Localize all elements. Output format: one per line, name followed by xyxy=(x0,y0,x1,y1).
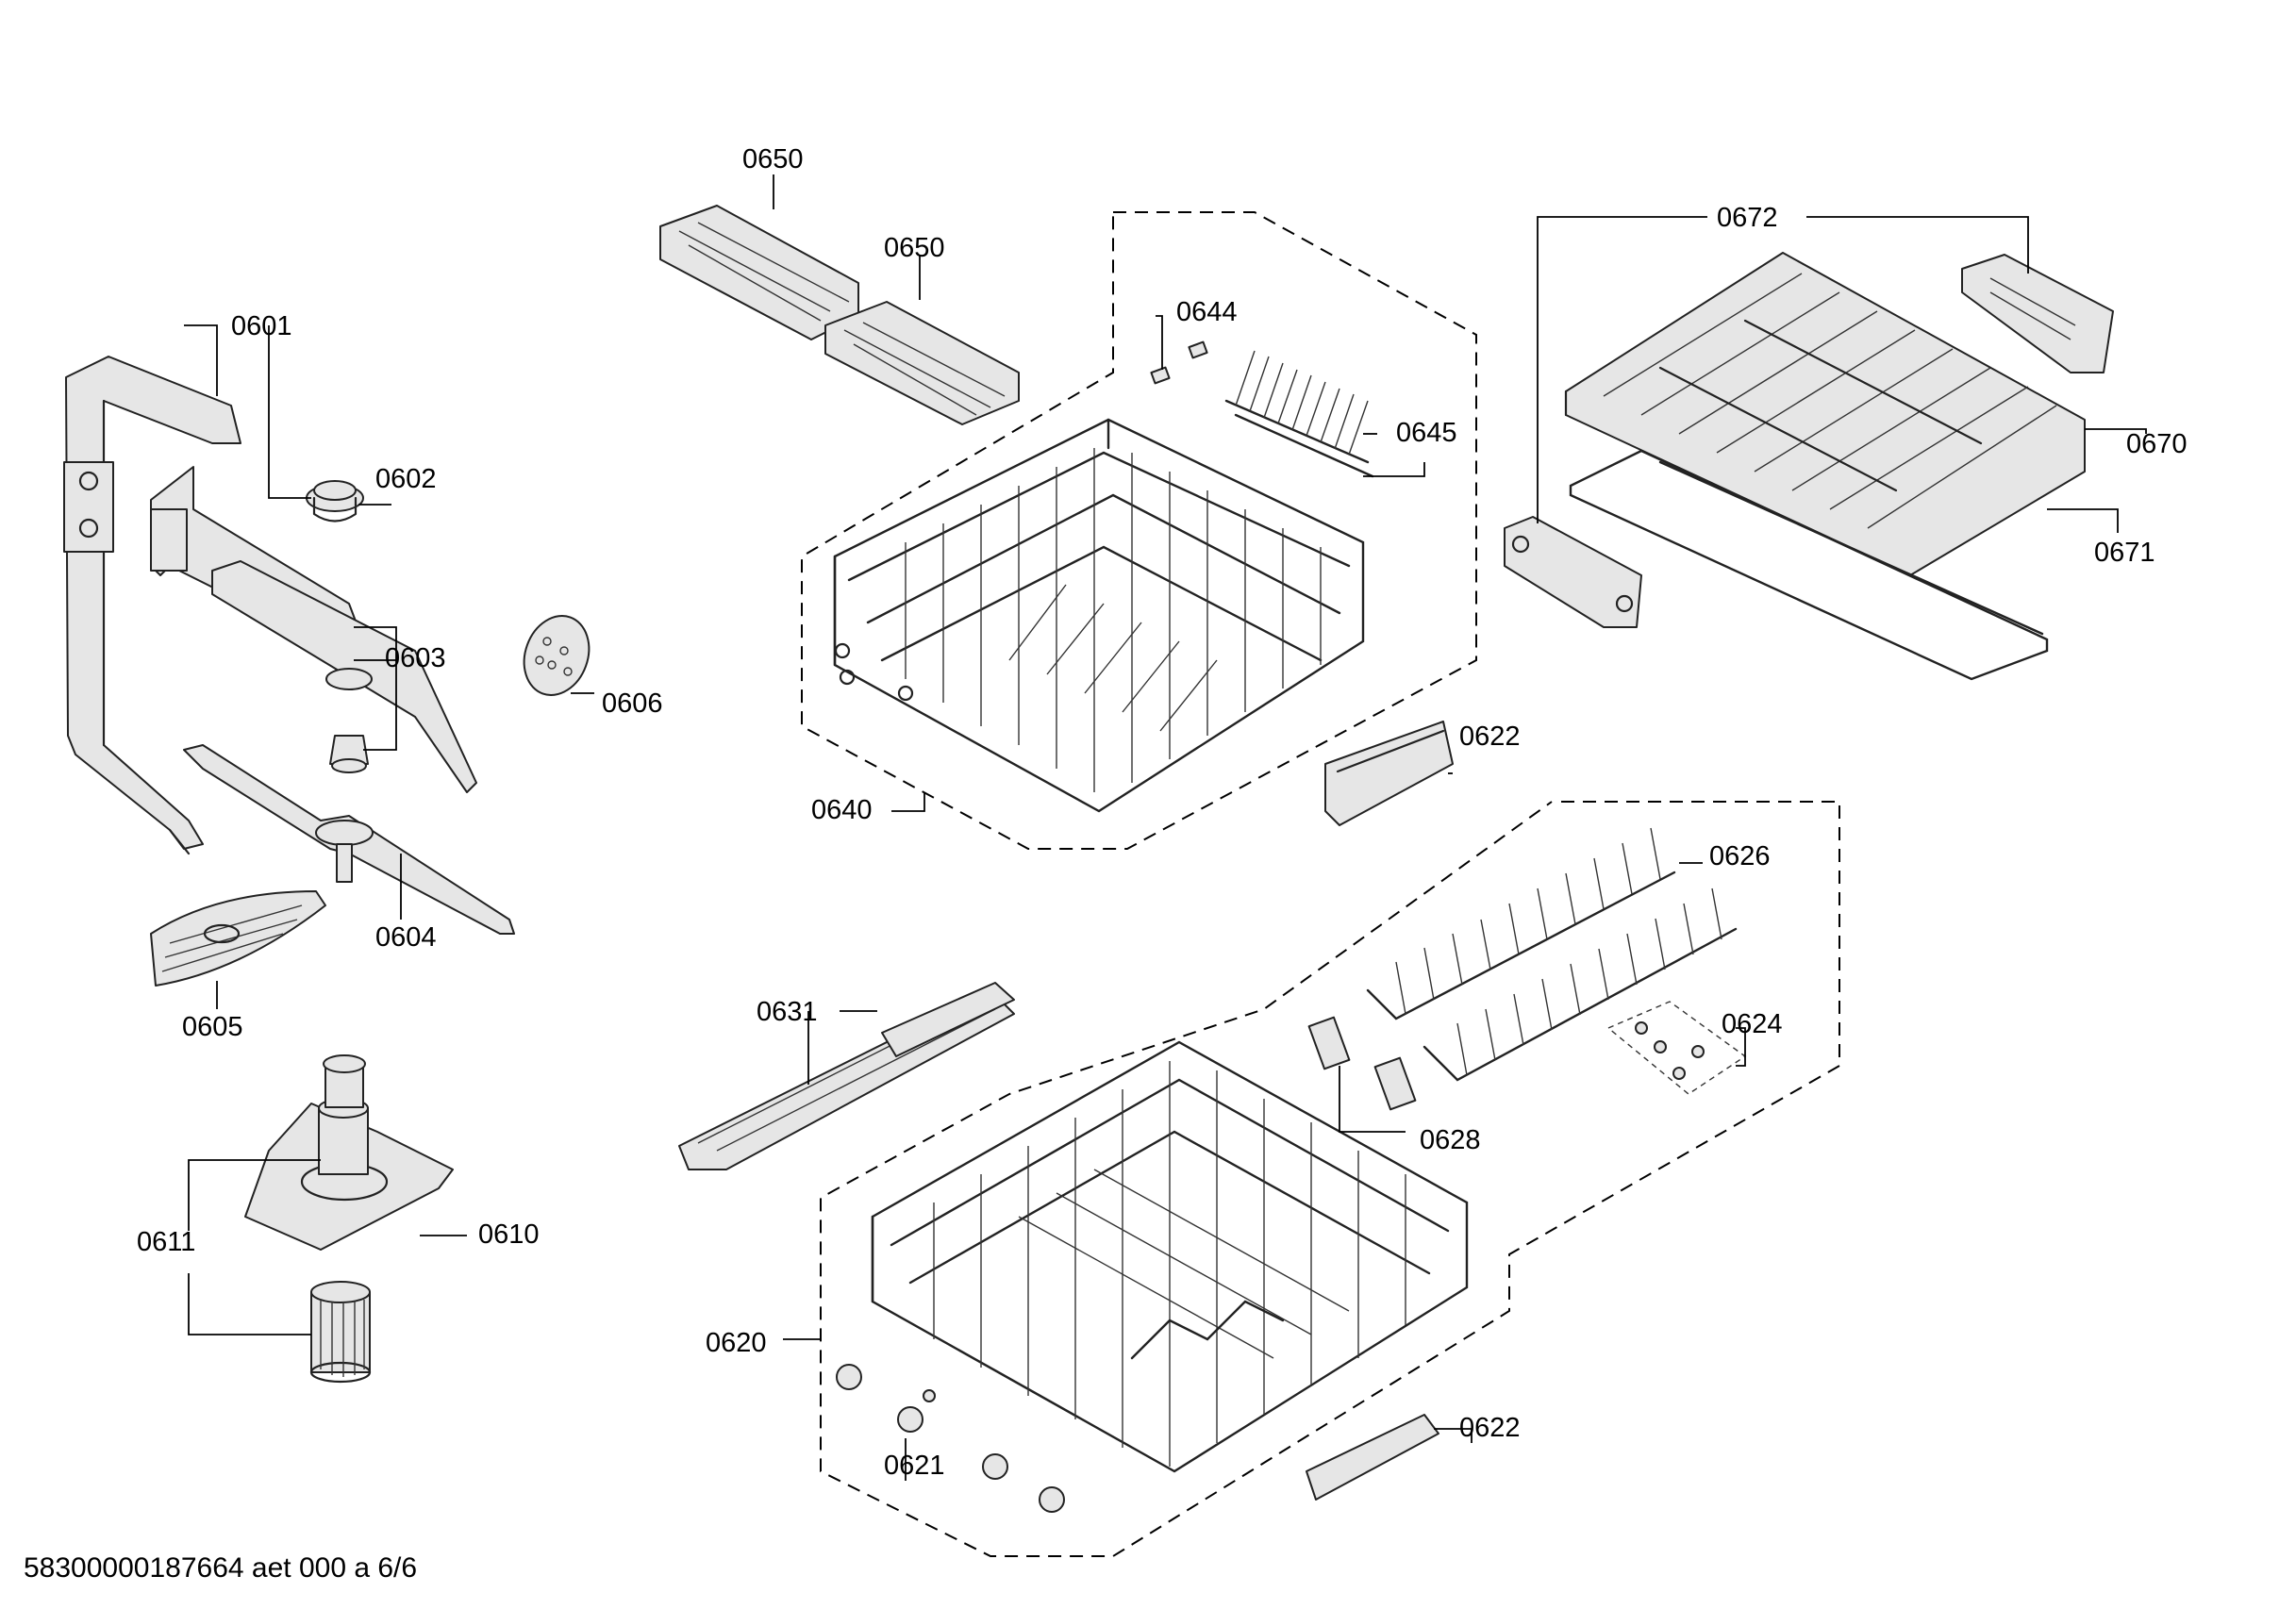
label-0610: 0610 xyxy=(478,1219,540,1250)
leader-lines xyxy=(184,174,2147,1481)
label-0603: 0603 xyxy=(385,643,446,673)
side-rail-0672-left xyxy=(1504,516,1642,628)
tine-rows-0626 xyxy=(1366,827,1738,1082)
clips-0624 xyxy=(1606,1001,1747,1095)
cup-shelf-0631 xyxy=(678,982,1015,1170)
label-0622-upper: 0622 xyxy=(1459,722,1521,752)
label-0645: 0645 xyxy=(1396,418,1457,448)
fine-filter-plate-0605 xyxy=(150,890,326,987)
label-0622-lower: 0622 xyxy=(1459,1413,1521,1443)
cutlery-tray-0670 xyxy=(1564,252,2086,576)
upper-basket-0640 xyxy=(833,418,1365,813)
connector-0602 xyxy=(306,480,364,523)
label-0650-second: 0650 xyxy=(884,233,945,263)
label-0628: 0628 xyxy=(1420,1125,1481,1155)
label-0650-top: 0650 xyxy=(742,144,804,174)
label-0604: 0604 xyxy=(375,922,437,953)
filter-system-0610-0611 xyxy=(244,1054,454,1384)
brackets-0628 xyxy=(1307,1016,1417,1111)
lower-basket-0620 xyxy=(871,1040,1469,1473)
label-0672: 0672 xyxy=(1717,203,1778,233)
label-0605: 0605 xyxy=(182,1012,243,1042)
supply-pipe-0601 xyxy=(63,356,241,855)
label-0640: 0640 xyxy=(811,795,873,825)
handle-0622-upper xyxy=(1324,721,1454,826)
upper-spray-arm-0603 xyxy=(150,466,477,793)
label-0606: 0606 xyxy=(602,688,663,719)
label-0601: 0601 xyxy=(231,311,292,341)
tray-frame-0671 xyxy=(1569,449,2049,681)
document-footer-code: 58300000187664 aet 000 a 6/6 xyxy=(24,1552,418,1584)
spray-arm-filter-0606 xyxy=(523,615,591,696)
label-0602: 0602 xyxy=(375,464,437,494)
part-labels: 0650 0650 0601 0602 0603 0606 0604 0605 … xyxy=(137,144,2188,1481)
lower-spray-arm-0604 xyxy=(183,744,515,935)
label-0620: 0620 xyxy=(706,1328,767,1358)
tine-row-0645 xyxy=(1224,350,1374,478)
label-0644: 0644 xyxy=(1176,297,1238,327)
side-rail-0672-right xyxy=(1961,254,2114,373)
label-0631: 0631 xyxy=(757,997,818,1027)
handle-0622-lower xyxy=(1306,1414,1439,1501)
label-0671: 0671 xyxy=(2094,538,2155,568)
label-0611: 0611 xyxy=(137,1227,195,1257)
upper-rack-group-outline xyxy=(801,211,1477,850)
label-0670: 0670 xyxy=(2126,429,2188,459)
cup-shelf-0650-upper xyxy=(659,205,859,340)
clips-0644 xyxy=(1150,340,1208,385)
label-0621: 0621 xyxy=(884,1451,945,1481)
label-0624: 0624 xyxy=(1722,1009,1783,1039)
lower-rack-group-outline xyxy=(820,801,1840,1557)
wheels-0621 xyxy=(836,1364,1065,1513)
cup-shelf-0650-lower xyxy=(824,301,1020,425)
label-0626: 0626 xyxy=(1709,841,1771,871)
